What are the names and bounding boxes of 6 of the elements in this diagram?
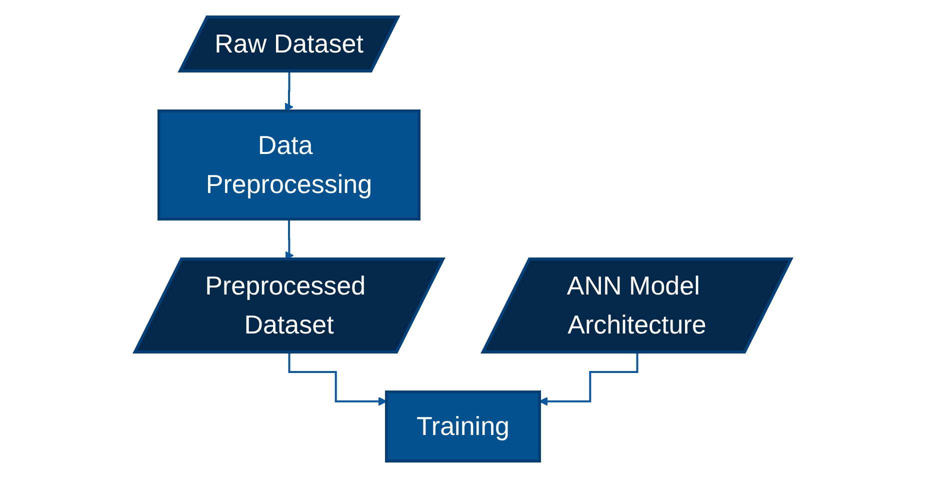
node-box: Training: [385, 390, 541, 462]
arrow: [284, 70, 294, 112]
arrow: [285, 218, 294, 260]
arrow: [538, 352, 638, 406]
arrow: [288, 352, 388, 406]
node-box: Data Preprocessing: [158, 110, 420, 220]
